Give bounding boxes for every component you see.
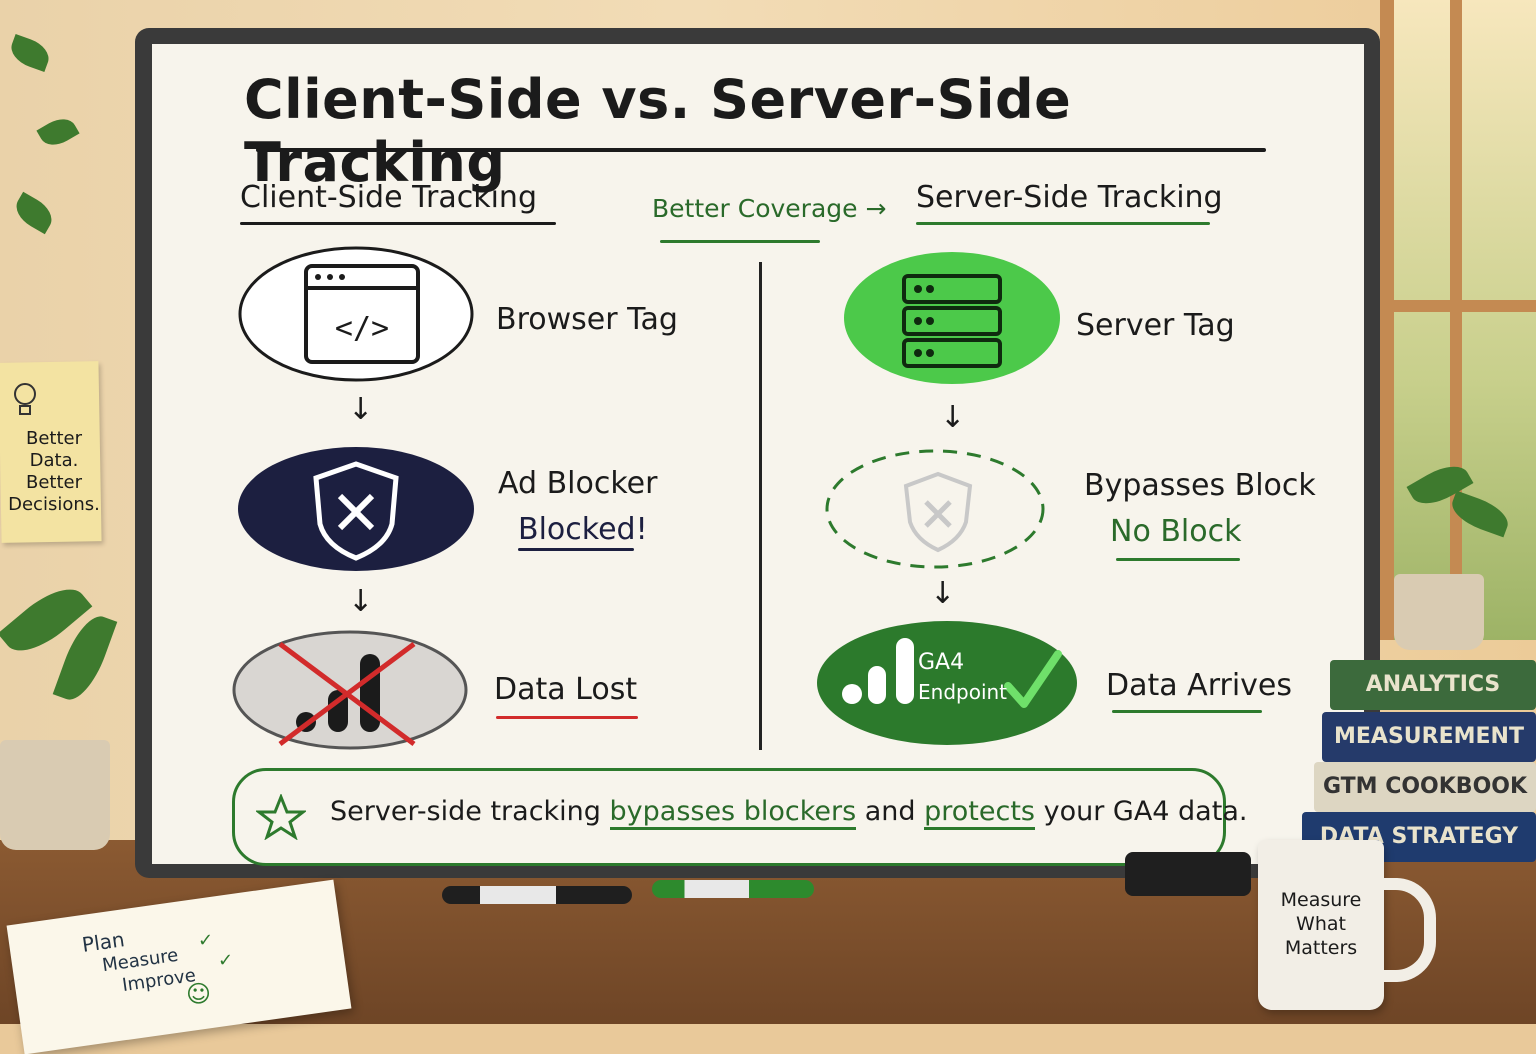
check-icon: ✓	[198, 930, 214, 951]
window-frame	[1450, 0, 1462, 640]
blocked-label: Blocked!	[518, 512, 648, 547]
ad-blocker-node	[238, 447, 474, 571]
book-analytics: ANALYTICS	[1330, 660, 1536, 710]
client-step-label: Browser Tag	[496, 302, 678, 337]
arrow-down-icon: ↓	[348, 392, 374, 427]
book-measurement: MEASUREMENT	[1322, 712, 1536, 762]
check-icon: ✓	[218, 950, 234, 971]
summary-banner	[232, 768, 1226, 866]
arrow-down-icon: ↓	[348, 584, 374, 619]
star-icon	[256, 794, 306, 840]
plant-pot	[0, 740, 110, 850]
coffee-mug	[1258, 840, 1384, 1010]
data-lost-underline	[496, 716, 638, 719]
browser-tag-node: </>	[238, 246, 474, 382]
code-window-icon: </>	[304, 264, 420, 364]
faded-shield-icon	[903, 471, 973, 553]
checkmark-icon	[1004, 650, 1062, 708]
client-step-label: Data Lost	[494, 672, 638, 707]
summary-text: Server-side tracking bypasses blockers a…	[330, 796, 1247, 830]
center-divider	[759, 262, 762, 750]
data-arrives-underline	[1112, 710, 1262, 713]
arrow-right-icon: →	[857, 194, 887, 223]
page-title: Client-Side vs. Server-Side Tracking	[244, 68, 1072, 194]
whiteboard-eraser	[1125, 852, 1251, 896]
endpoint-label: Endpoint	[918, 680, 1008, 704]
marker-black	[442, 886, 632, 904]
server-heading: Server-Side Tracking	[916, 180, 1223, 215]
plant-pot	[1394, 574, 1484, 650]
bypass-node	[825, 449, 1045, 569]
title-underline	[256, 148, 1266, 152]
analytics-bars-icon	[842, 638, 914, 704]
window-frame	[1380, 300, 1536, 312]
arrow-down-icon: ↓	[930, 576, 956, 611]
server-step-label: Server Tag	[1076, 308, 1235, 343]
smiley-icon: ☺	[186, 980, 212, 1008]
server-heading-underline	[916, 222, 1210, 225]
blocked-underline	[518, 548, 634, 551]
no-block-label: No Block	[1110, 514, 1242, 549]
server-step-label: Bypasses Block	[1084, 468, 1316, 503]
better-coverage-underline	[660, 240, 820, 243]
client-step-label: Ad Blocker	[498, 466, 658, 501]
client-heading-underline	[240, 222, 556, 225]
book-gtm-cookbook: GTM COOKBOOK	[1314, 762, 1536, 812]
server-icon	[902, 274, 1002, 368]
arrow-down-icon: ↓	[940, 400, 966, 435]
server-step-label: Data Arrives	[1106, 668, 1293, 703]
server-tag-node	[844, 252, 1060, 384]
ga4-endpoint-node	[817, 621, 1077, 745]
ga4-label: GA4	[918, 650, 965, 675]
svg-text:</>: </>	[335, 311, 389, 346]
lightbulb-icon	[14, 383, 36, 415]
better-coverage-label: Better Coverage →	[652, 194, 887, 223]
data-lost-node	[232, 630, 468, 750]
client-heading: Client-Side Tracking	[240, 180, 537, 215]
mug-handle	[1370, 878, 1436, 982]
blocked-shield-icon	[313, 461, 399, 561]
marker-green	[652, 880, 814, 898]
red-cross-icon	[278, 641, 416, 747]
no-block-underline	[1116, 558, 1240, 561]
